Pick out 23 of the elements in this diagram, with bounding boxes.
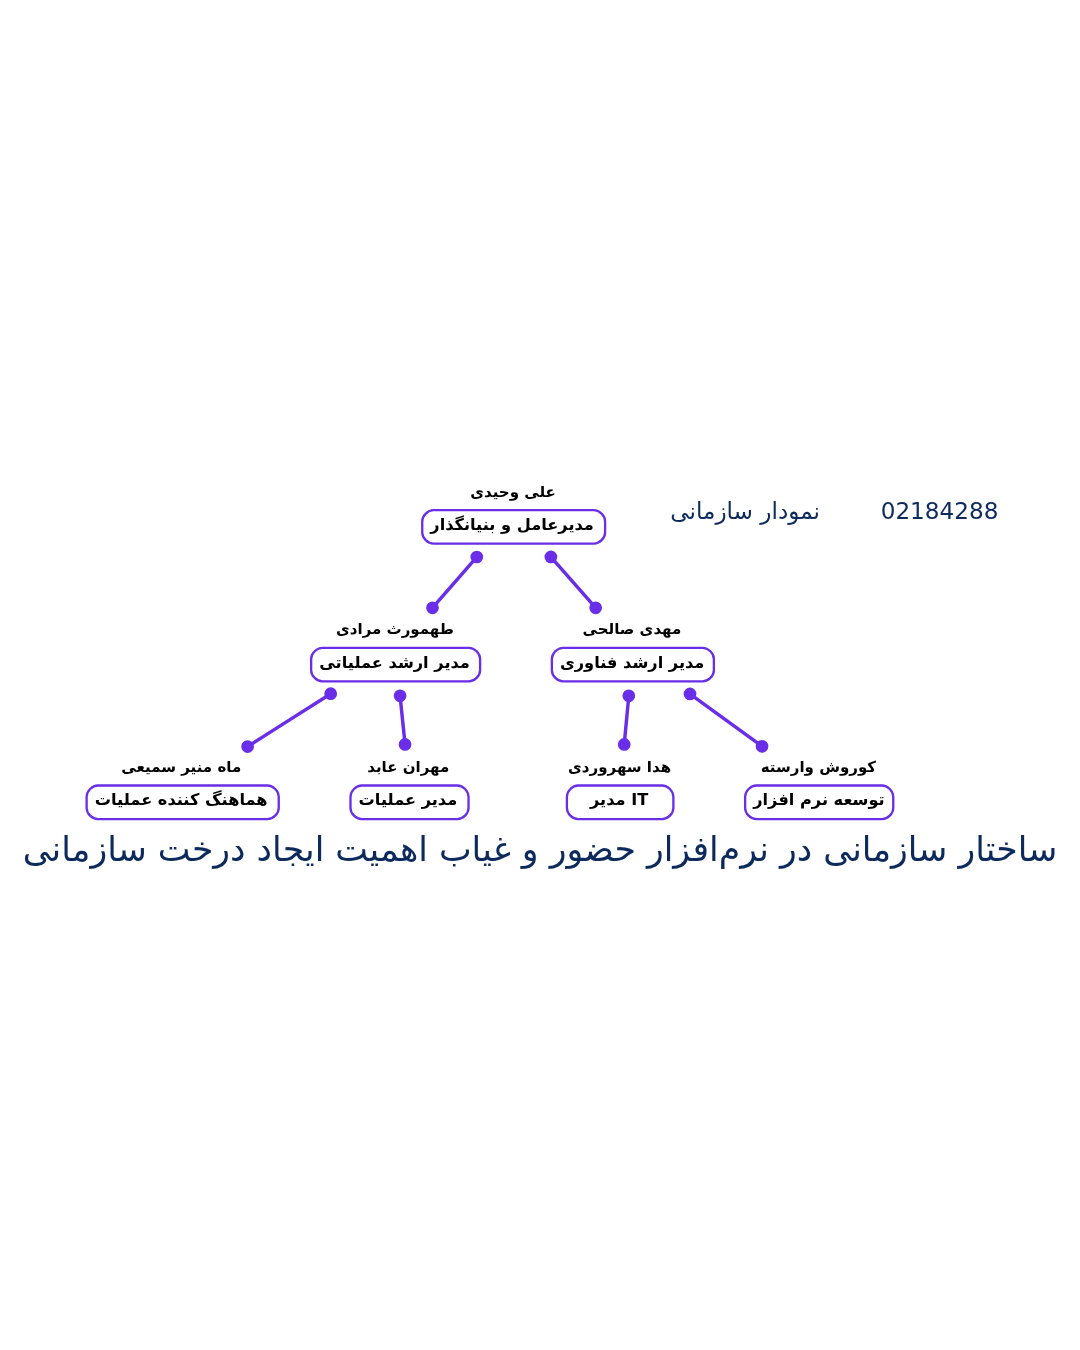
connector [683,687,769,753]
node-label: هدا سهروردی [568,758,672,777]
node-box: مدیر عملیات [349,784,470,821]
node-box: مدیرعامل و بنیانگذار [421,508,607,545]
node-label: علی وحیدی [470,482,556,501]
node-box: مدیر ارشد فناوری [550,646,716,683]
connector [426,550,484,615]
node-label: مهران عابد [367,758,450,777]
node-label: طهمورث مرادی [336,620,454,639]
node-label: مهدی صالحی [582,620,682,639]
node-label: ماه منیر سمیعی [121,758,242,777]
label: نمودار سازمانی [670,498,820,525]
connector [393,689,412,751]
connector [617,689,636,751]
node-box: هماهنگ کننده عملیات [85,784,280,821]
node-label: کوروش وارسته [760,758,877,777]
node-box: مدیر ارشد عملیاتی [310,646,482,683]
node-box: مدیر IT [565,784,675,821]
node-box: توسعه نرم افزار [743,784,895,821]
diagram-title: ساختار سازمانی در نرم‌افزار حضور و غیاب اهمیت ایجاد درخت سازمانی [22,829,1058,870]
connector [544,550,602,615]
label: 02184288 [880,498,999,525]
connector [241,687,338,753]
